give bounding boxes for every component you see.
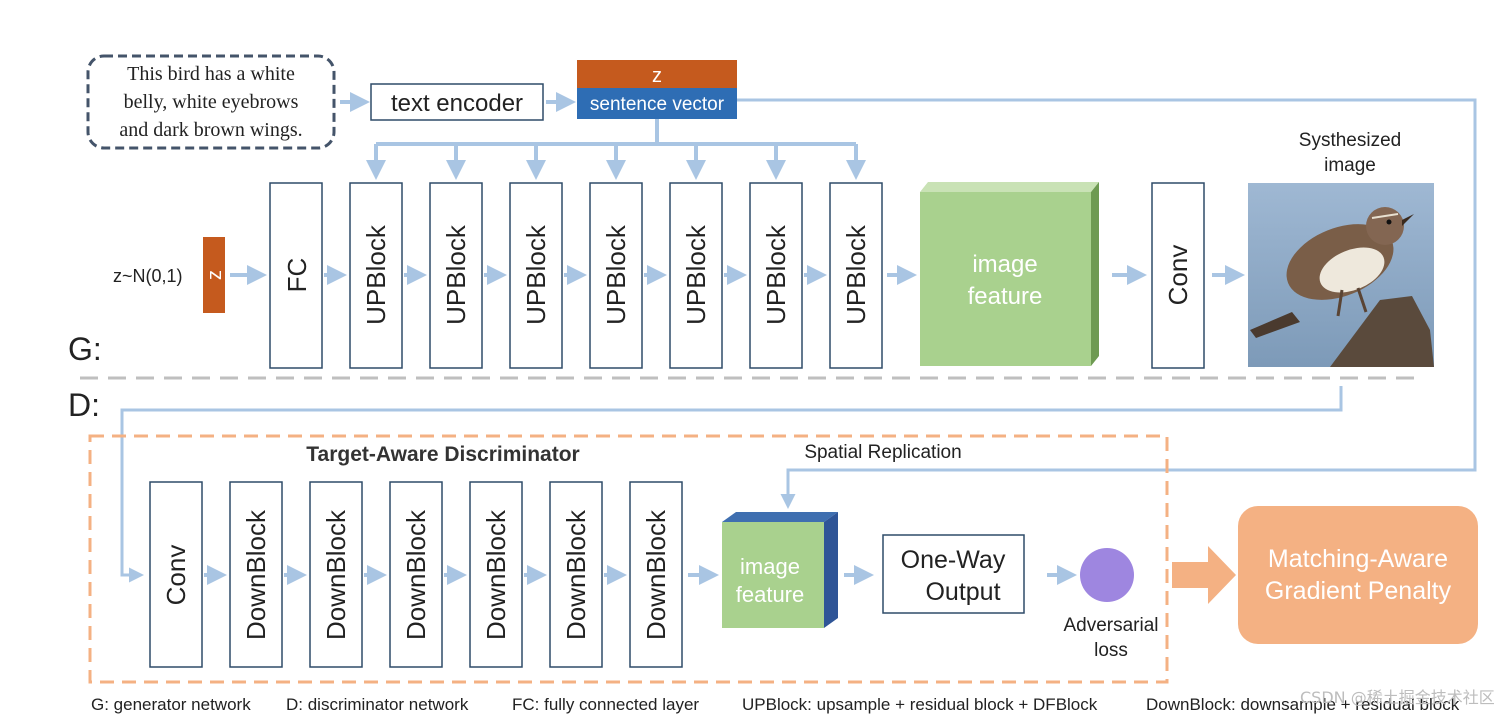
downblock-3: DownBlock	[389, 481, 443, 668]
downblock-5: DownBlock	[549, 481, 603, 668]
text-prompt-line-1: This bird has a white	[127, 63, 295, 85]
text-encoder-box	[370, 83, 544, 121]
one-way-output-line-2: Output	[925, 578, 1000, 606]
downblock-4: DownBlock	[469, 481, 523, 668]
sentence-vector-to-discriminator-path	[737, 98, 1477, 509]
downblock-label: DownBlock	[481, 509, 511, 640]
fc-block	[269, 182, 323, 369]
text-encoder-label: text encoder	[391, 90, 523, 117]
downblock-1: DownBlock	[229, 481, 283, 668]
adversarial-loss-line-2: loss	[1094, 640, 1128, 661]
one-way-output-line-1: One-Way	[901, 546, 1006, 574]
discriminator-feature-line-2: feature	[736, 582, 805, 607]
generator-feature-line-1: image	[972, 251, 1037, 278]
upblock-label: UPBlock	[681, 224, 711, 325]
text-prompt-line-2: belly, white eyebrows	[124, 91, 299, 113]
upblock-7: UPBlock	[829, 182, 883, 369]
text-prompt-line-3: and dark brown wings.	[119, 119, 302, 141]
noise-distribution-label: z~N(0,1)	[113, 266, 183, 286]
synthesized-image-line-1: Systhesized	[1299, 130, 1401, 151]
upblock-label: UPBlock	[361, 224, 391, 325]
spatial-replication-label: Spatial Replication	[804, 442, 961, 463]
discriminator-conv-label: Conv	[161, 545, 191, 606]
matching-aware-gradient-penalty-box	[1238, 506, 1478, 644]
upblock-4: UPBlock	[589, 182, 643, 369]
discriminator-frame	[88, 434, 1169, 684]
sentence-vector-label: sentence vector	[590, 94, 725, 115]
one-way-output-box	[882, 534, 1025, 614]
synthesized-image-line-2: image	[1324, 155, 1376, 176]
upblock-label: UPBlock	[761, 224, 791, 325]
image-to-discriminator-path	[120, 386, 1343, 583]
noise-z-block-label: z	[204, 270, 226, 280]
downblock-label: DownBlock	[561, 509, 591, 640]
downblock-label: DownBlock	[241, 509, 271, 640]
legend-upblock: UPBlock: upsample + residual block + DFB…	[742, 695, 1098, 714]
legend-fc: FC: fully connected layer	[512, 695, 700, 714]
upblock-label: UPBlock	[601, 224, 631, 325]
generator-image-feature: image feature	[920, 182, 1099, 366]
discriminator-image-feature: image feature	[722, 512, 838, 628]
penalty-line-1: Matching-Aware	[1268, 545, 1448, 573]
generator-label: G:	[68, 331, 102, 367]
generator-conv-label: Conv	[1163, 245, 1193, 306]
downblock-6: DownBlock	[629, 481, 683, 668]
downblock-2: DownBlock	[309, 481, 363, 668]
upblock-3: UPBlock	[509, 182, 563, 369]
penalty-arrow	[1172, 546, 1236, 604]
upblock-label: UPBlock	[841, 224, 871, 325]
condition-bus	[366, 119, 866, 180]
adversarial-loss-line-1: Adversarial	[1063, 615, 1158, 636]
legend-downblock: DownBlock: downsample + residual block	[1146, 695, 1460, 714]
generator-feature-line-2: feature	[968, 283, 1043, 310]
upblock-2: UPBlock	[429, 182, 483, 369]
noise-z-bar	[577, 60, 737, 88]
upblock-5: UPBlock	[669, 182, 723, 369]
downblock-label: DownBlock	[641, 509, 671, 640]
legend-generator: G: generator network	[91, 695, 251, 714]
discriminator-label: D:	[68, 387, 100, 423]
synthesized-bird-image	[1248, 183, 1434, 367]
upblock-1: UPBlock	[349, 182, 403, 369]
discriminator-conv-block	[149, 481, 203, 668]
downblock-label: DownBlock	[401, 509, 431, 640]
adversarial-loss-node	[1080, 548, 1134, 602]
sentence-vector-bar	[577, 88, 737, 119]
noise-z-label: z	[652, 65, 662, 87]
discriminator-title: Target-Aware Discriminator	[306, 443, 579, 466]
discriminator-feature-line-1: image	[740, 554, 800, 579]
text-prompt-box	[86, 54, 336, 150]
noise-z-block	[203, 237, 225, 313]
legend-discriminator: D: discriminator network	[286, 695, 469, 714]
upblock-6: UPBlock	[749, 182, 803, 369]
penalty-line-2: Gradient Penalty	[1265, 577, 1452, 605]
generator-conv-block	[1151, 182, 1205, 369]
watermark: CSDN @稀土掘金技术社区	[1300, 688, 1495, 707]
fc-label: FC	[282, 258, 312, 293]
downblock-label: DownBlock	[321, 509, 351, 640]
upblock-label: UPBlock	[521, 224, 551, 325]
upblock-label: UPBlock	[441, 224, 471, 325]
